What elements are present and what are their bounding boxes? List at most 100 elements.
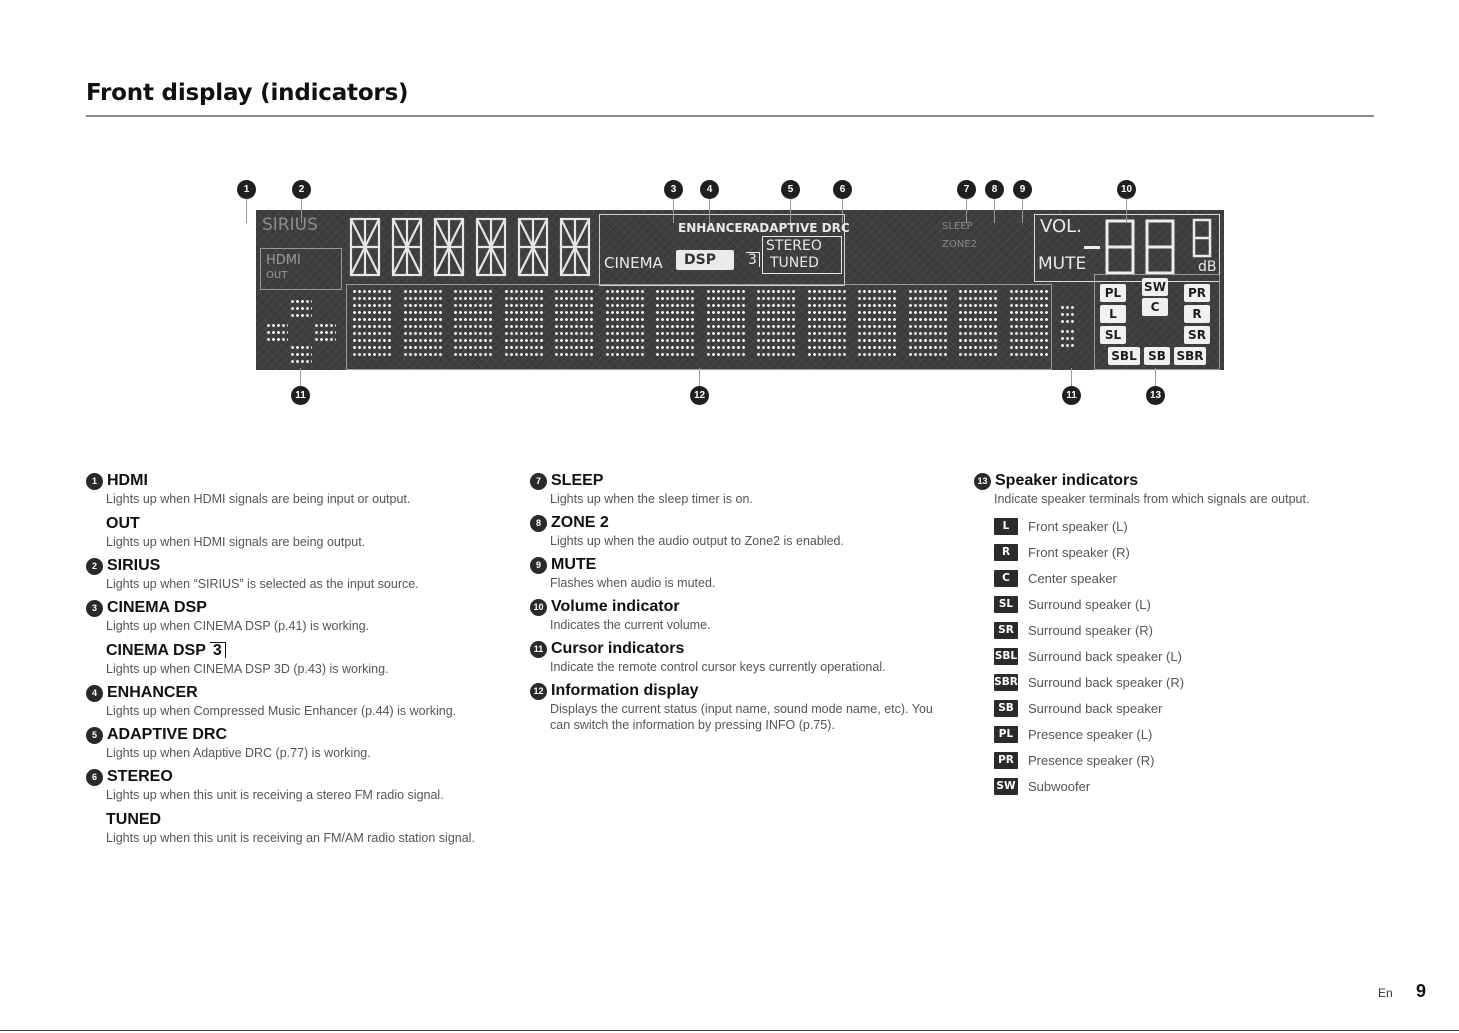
speaker-legend-icon: SL (994, 595, 1018, 613)
segment-character (474, 216, 508, 278)
sirius-indicator: SIRIUS (262, 215, 318, 235)
hdmi-out-indicator: OUT (266, 270, 288, 281)
speaker-sb: SB (1144, 347, 1170, 365)
entry-title: Volume indicator (551, 598, 680, 615)
entry-title: CINEMA DSP (107, 599, 207, 616)
callout-leader-line (699, 368, 700, 386)
marker-badge: 10 (530, 598, 547, 616)
speaker-legend-icon: PR (994, 751, 1018, 769)
speaker-legend-row: C Center speaker (994, 565, 1374, 591)
entry-description: Indicate speaker terminals from which si… (994, 492, 1310, 506)
entry-title: Cursor indicators (551, 640, 685, 657)
speaker-legend-name: Surround speaker (R) (1028, 622, 1153, 638)
entry-description: Indicate the remote control cursor keys … (550, 660, 886, 674)
dot-matrix-character (453, 288, 493, 360)
entry-sub-description: Lights up when this unit is receiving an… (106, 831, 475, 845)
speaker-legend-icon: SR (994, 621, 1018, 639)
callout-leader-line (673, 199, 674, 223)
callout-marker: 12 (690, 386, 709, 405)
enhancer-indicator: ENHANCER (678, 221, 752, 235)
entry-title: Information display (551, 682, 699, 699)
adaptive-drc-indicator: ADAPTIVE DRC (750, 221, 850, 235)
speaker-legend-name: Presence speaker (R) (1028, 752, 1155, 768)
hdmi-indicator-box (260, 248, 342, 290)
callout-leader-line (842, 199, 843, 223)
dsp-label: DSP (684, 252, 716, 268)
callout-marker: 1 (237, 180, 256, 199)
speaker-legend-name: Center speaker (1028, 570, 1117, 586)
callout-marker: 8 (985, 180, 1004, 199)
speaker-legend-icon: SBL (994, 647, 1018, 665)
volume-digits (1084, 218, 1214, 280)
callout-leader-line (790, 199, 791, 223)
segment-characters (348, 216, 598, 280)
entry-description: Lights up when the audio output to Zone2… (550, 534, 844, 548)
callout-marker: 4 (700, 180, 719, 199)
stereo-indicator: STEREO (766, 238, 822, 254)
speaker-legend-icon: PL (994, 725, 1018, 743)
marker-badge: 12 (530, 682, 547, 700)
hdmi-indicator: HDMI (266, 253, 301, 268)
speaker-pr: PR (1184, 284, 1210, 302)
speaker-l: L (1100, 305, 1126, 323)
vol-indicator: VOL. (1040, 216, 1082, 237)
entry-description: Lights up when Compressed Music Enhancer… (106, 704, 457, 718)
marker-badge: 9 (530, 556, 547, 574)
dot-matrix-character (604, 288, 645, 360)
volume-decimal-digit (1192, 218, 1212, 258)
entry-description: Lights up when HDMI signals are being in… (106, 492, 411, 506)
cursor-indicator-left (264, 298, 340, 366)
speaker-legend-row: PR Presence speaker (R) (994, 747, 1374, 773)
entry-title: STEREO (107, 768, 173, 785)
cursor-right-down (1060, 328, 1074, 348)
entry-title: SLEEP (551, 472, 604, 489)
tuned-indicator: TUNED (770, 255, 819, 271)
callout-marker: 2 (292, 180, 311, 199)
entry-title: SIRIUS (107, 557, 161, 574)
cursor-right (314, 322, 336, 344)
speaker-legend-icon: SB (994, 699, 1018, 717)
speaker-sbr: SBR (1174, 347, 1206, 365)
cinema-indicator: CINEMA (604, 254, 663, 272)
marker-badge: 7 (530, 472, 547, 490)
speaker-legend-row: SW Subwoofer (994, 773, 1374, 799)
segment-character (432, 216, 466, 278)
segment-character (516, 216, 550, 278)
marker-badge: 11 (530, 640, 547, 658)
entry-title: MUTE (551, 556, 597, 573)
callout-leader-line (966, 199, 967, 223)
dot-matrix-character (958, 288, 998, 360)
cursor-right-up (1060, 304, 1074, 324)
dot-matrix-character (806, 288, 847, 360)
entry-description: Lights up when this unit is receiving a … (106, 788, 444, 802)
volume-digit (1104, 218, 1136, 276)
speaker-sbl: SBL (1108, 347, 1140, 365)
callout-leader-line (1155, 368, 1156, 386)
speaker-legend-icon: C (994, 569, 1018, 587)
callout-leader-line (246, 199, 247, 223)
marker-badge: 13 (974, 472, 991, 490)
speaker-legend-name: Front speaker (L) (1028, 518, 1128, 534)
dsp-indicator: DSP (676, 250, 734, 270)
dot-matrix-character (907, 288, 948, 360)
speaker-sl: SL (1100, 326, 1126, 344)
speaker-sw: SW (1142, 278, 1168, 296)
entry-title: ENHANCER (107, 684, 198, 701)
speaker-c: C (1142, 298, 1168, 316)
speaker-legend-name: Subwoofer (1028, 778, 1091, 794)
volume-minus-sign (1084, 246, 1100, 249)
marker-badge: 6 (86, 768, 103, 786)
speaker-legend-icon: SW (994, 777, 1018, 795)
entry-description: Lights up when Adaptive DRC (p.77) is wo… (106, 746, 371, 760)
marker-badge: 4 (86, 684, 103, 702)
entry-title: HDMI (107, 472, 148, 489)
callout-marker: 10 (1117, 180, 1136, 199)
dot-matrix-character (503, 288, 544, 360)
marker-badge: 3 (86, 599, 103, 617)
